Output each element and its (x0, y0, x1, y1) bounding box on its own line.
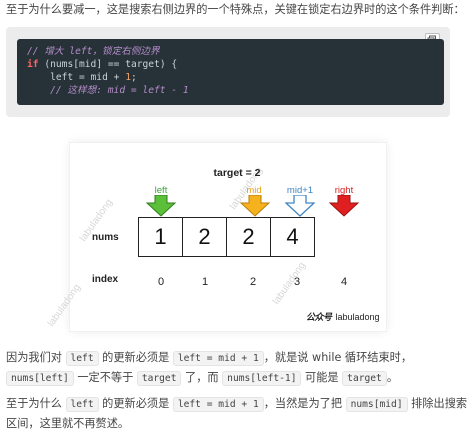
para2-text: 的更新必须是 (98, 397, 173, 410)
binary-search-diagram (70, 143, 386, 331)
para1-text: 可能是 (301, 371, 343, 384)
index-value: 0 (157, 276, 165, 288)
array-cell: 1 (138, 217, 183, 257)
index-value: 4 (340, 276, 348, 288)
pointer-label-mid-plus-1: mid+1 (286, 185, 314, 196)
inline-code: target (342, 371, 387, 386)
inline-code: left = mid + 1 (172, 351, 264, 366)
inline-code: nums[left-1] (222, 371, 302, 386)
pointer-label-left: left (154, 185, 168, 196)
code-line-comment: // 增大 left，锁定右侧边界 (27, 46, 160, 57)
pointer-arrow-right-icon (329, 195, 359, 217)
index-value: 3 (293, 276, 301, 288)
inline-code: target (136, 371, 182, 386)
inline-code: left = mid + 1 (172, 397, 264, 412)
pointer-arrow-mid-plus-1-icon (285, 195, 315, 217)
para1-text: 一定不等于 (73, 371, 137, 384)
array-cell: 4 (270, 217, 315, 257)
para2-text: ，当然是为了把 (263, 397, 346, 410)
para1-text: 。 (386, 371, 399, 384)
index-value: 2 (249, 276, 257, 288)
array-cells: 1 2 2 4 (138, 217, 315, 257)
code-line-assign: left = mid + (27, 72, 126, 83)
array-cell: 2 (182, 217, 227, 257)
explanation-paragraph-2: 至于为什么 left 的更新必须是 left = mid + 1，当然是为了把 … (6, 394, 468, 431)
pointer-arrow-left-icon (146, 195, 176, 217)
para1-text: 了，而 (181, 371, 223, 384)
intro-text: 至于为什么要减一，这是搜索右侧边界的一个特殊点，关键在锁定右边界时的这个条件判断… (6, 3, 465, 16)
index-value: 1 (201, 276, 209, 288)
code-block-container: // 增大 left，锁定右侧边界 if (nums[mid] == targe… (6, 27, 450, 117)
inline-code: left (65, 351, 99, 366)
para1-text: 的更新必须是 (98, 351, 173, 364)
pointer-label-mid: mid (246, 185, 262, 196)
array-cell: 2 (226, 217, 271, 257)
inline-code: nums[left] (6, 371, 74, 386)
inline-code: nums[mid] (345, 397, 408, 412)
para2-text: 至于为什么 (6, 397, 66, 410)
pointer-label-right: right (334, 185, 354, 196)
row-label-index: index (92, 274, 119, 285)
credit-name: labuladong (335, 312, 380, 322)
code-semicolon: ; (130, 72, 137, 83)
row-label-nums: nums (92, 232, 119, 243)
code-keyword-if: if (27, 59, 39, 70)
inline-code: left (65, 397, 99, 412)
code-block: // 增大 left，锁定右侧边界 if (nums[mid] == targe… (17, 39, 444, 105)
pointer-arrow-mid-icon (240, 195, 270, 217)
code-line-comment-2: // 这样想: mid = left - 1 (27, 85, 189, 96)
para2-text: 排除出搜索区间，这里就不再赘述。 (6, 397, 468, 430)
explanation-paragraph-1: 因为我们对 left 的更新必须是 left = mid + 1，就是说 whi… (6, 348, 468, 388)
code-number: 1 (125, 72, 131, 83)
credit-mark: 公众号 (306, 312, 332, 322)
para1-text: 因为我们对 (6, 351, 66, 364)
para1-text: ，就是说 while 循环结束时， (263, 351, 413, 364)
intro-paragraph: 至于为什么要减一，这是搜索右侧边界的一个特殊点，关键在锁定右边界时的这个条件判断… (6, 0, 468, 19)
diagram-title: target = 2 (213, 167, 261, 179)
code-line-condition: (nums[mid] == target) { (38, 59, 178, 70)
